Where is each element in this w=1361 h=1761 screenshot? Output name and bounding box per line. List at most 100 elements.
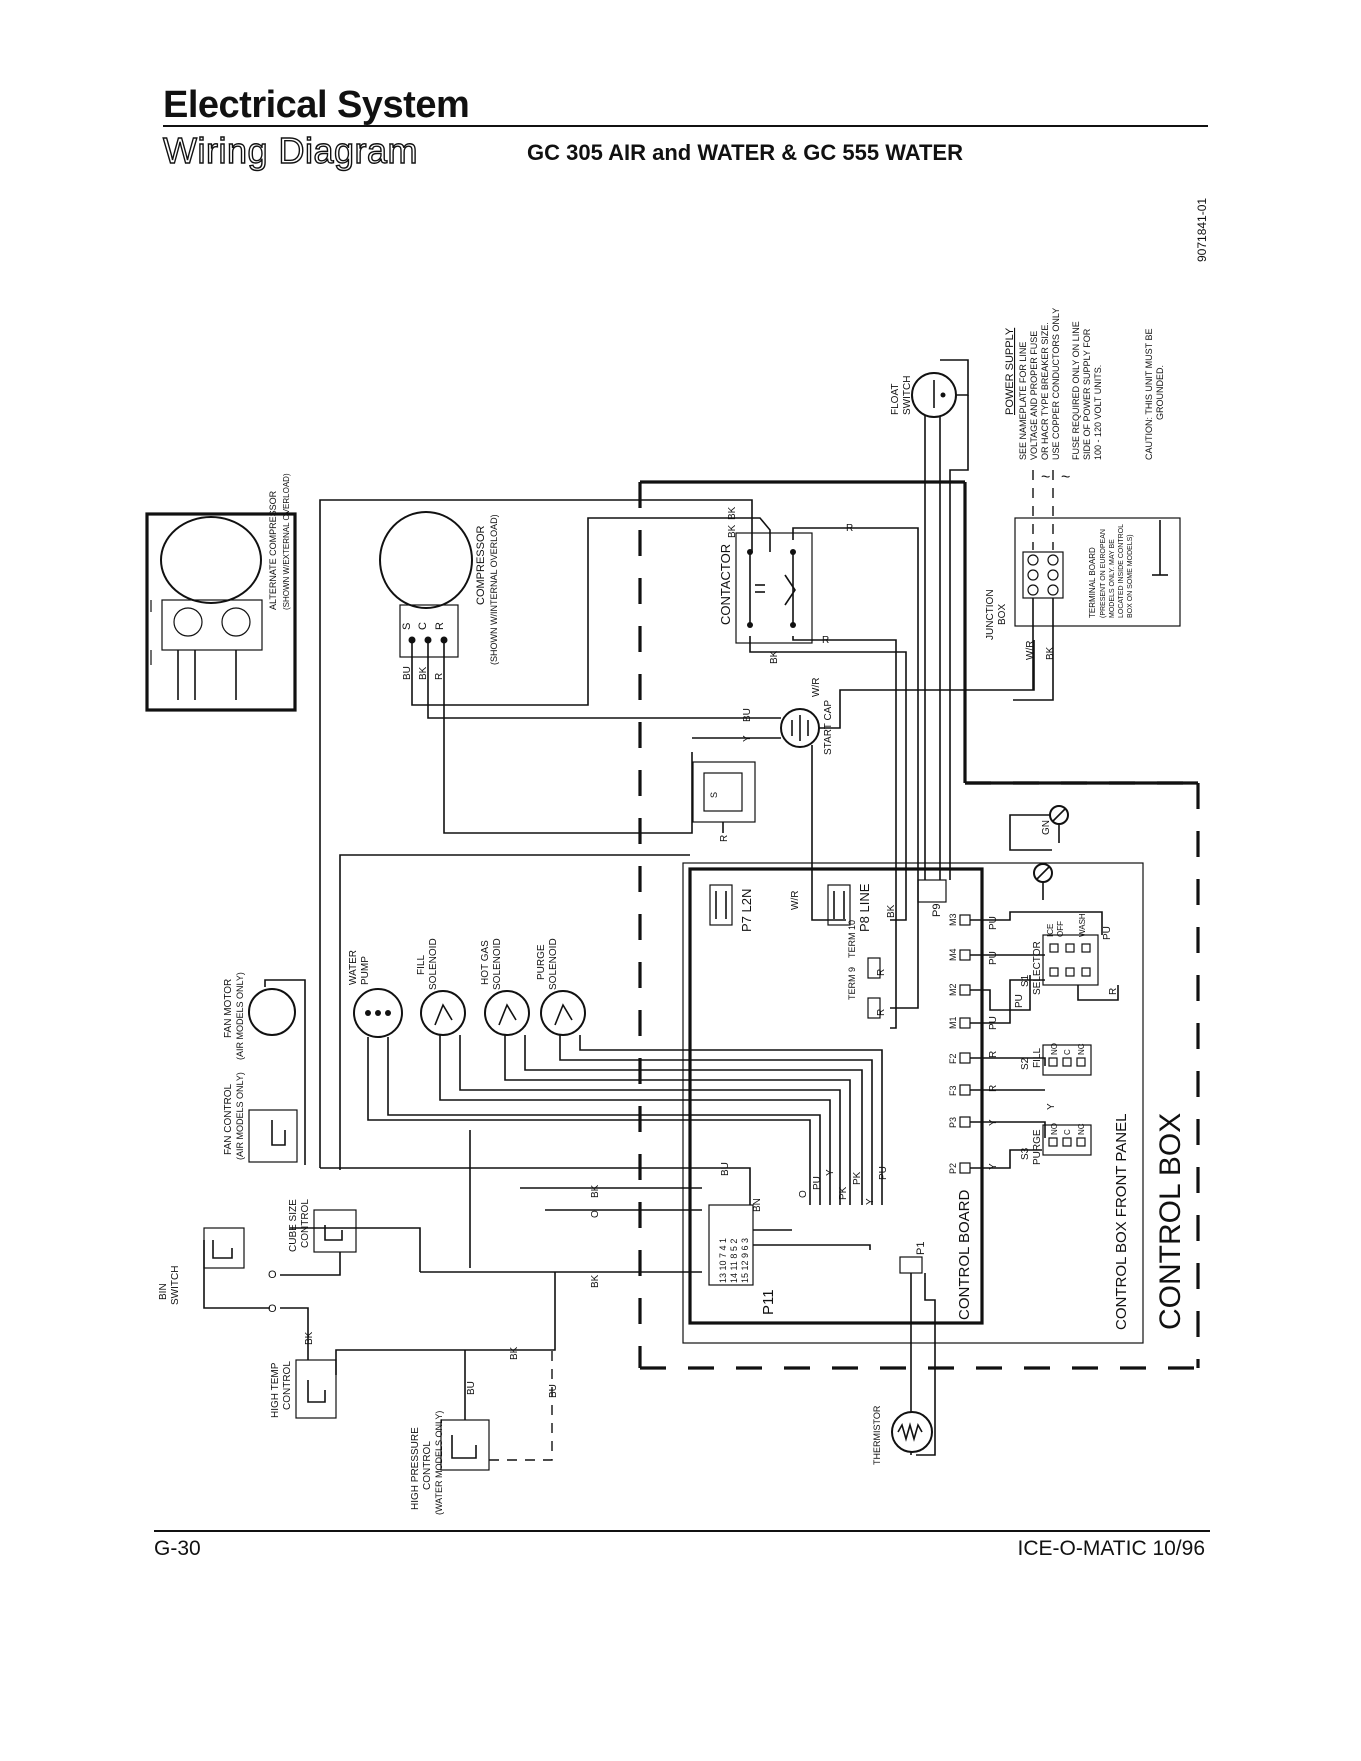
svg-text:PU: PU (812, 1176, 823, 1190)
svg-text:NO: NO (1050, 1123, 1059, 1135)
svg-text:S1: S1 (1020, 974, 1031, 987)
wire-contactor-bk2 (740, 517, 771, 552)
wire-compressor-r (443, 640, 693, 834)
svg-text:BU: BU (402, 666, 413, 680)
compressor: S C R COMPRESSOR (SHOWN W/INTERNAL OVERL… (379, 511, 499, 665)
fan-motor: FAN MOTOR (AIR MODELS ONLY) (223, 972, 296, 1060)
svg-text:SIDE OF POWER SUPPLY FOR: SIDE OF POWER SUPPLY FOR (1082, 328, 1092, 460)
svg-text:BU: BU (466, 1381, 477, 1395)
contactor: CONTACTOR (718, 532, 813, 644)
svg-text:14 11 8 5 2: 14 11 8 5 2 (729, 1239, 739, 1283)
svg-text:PUMP: PUMP (360, 956, 371, 985)
alternate-compressor: ALTERNATE COMPRESSOR (SHOWN W/EXTERNAL O… (145, 473, 297, 712)
svg-text:BIN: BIN (158, 1283, 169, 1300)
svg-text:BK: BK (886, 904, 897, 918)
svg-text:P11: P11 (760, 1289, 777, 1315)
svg-text:Y: Y (742, 735, 753, 742)
board-pin-column: M3 M4 M2 M1 F2 F3 P3 P2 (948, 913, 971, 1174)
svg-text:BK: BK (769, 650, 780, 664)
junction-box: JUNCTION BOX TERMINAL BOARD (PRESENT ON … (985, 517, 1181, 640)
svg-text:OR HACR TYPE BREAKER SIZE.: OR HACR TYPE BREAKER SIZE. (1040, 322, 1050, 460)
svg-text:~: ~ (1041, 469, 1050, 486)
connector-p11: 13 10 7 4 1 14 11 8 5 2 15 12 9 6 3 P11 (708, 1204, 777, 1315)
svg-text:O: O (590, 1210, 601, 1218)
svg-text:BU: BU (548, 1384, 559, 1398)
svg-text:SELECTOR: SELECTOR (1032, 941, 1043, 995)
diagram-subtitle: Wiring Diagram (162, 129, 419, 171)
svg-text:F2: F2 (948, 1053, 958, 1064)
wire-return (339, 854, 690, 1170)
svg-text:HOT GAS: HOT GAS (480, 940, 491, 985)
page-number: G-30 (154, 1537, 201, 1560)
svg-text:FLOAT: FLOAT (890, 384, 901, 415)
svg-text:BOX: BOX (997, 604, 1008, 625)
model-title: GC 305 AIR and WATER & GC 555 WATER (527, 140, 963, 165)
svg-text:P8 LINE: P8 LINE (857, 883, 872, 932)
svg-text:SWITCH: SWITCH (902, 376, 913, 415)
svg-text:HIGH TEMP: HIGH TEMP (270, 1362, 281, 1418)
svg-text:PU: PU (988, 1016, 999, 1030)
control-box-outline (638, 480, 1200, 1370)
svg-text:F3: F3 (948, 1085, 958, 1096)
power-supply-notes: POWER SUPPLY SEE NAMEPLATE FOR LINE VOLT… (1004, 308, 1165, 460)
terminal-9-10: TERM 9 TERM 10 (847, 920, 881, 1019)
control-board-label: CONTROL BOARD (956, 1190, 973, 1320)
svg-text:(SHOWN W/EXTERNAL OVERLOAD): (SHOWN W/EXTERNAL OVERLOAD) (282, 473, 291, 610)
svg-text:BU: BU (720, 1162, 731, 1176)
svg-text:100 - 120 VOLT UNITS.: 100 - 120 VOLT UNITS. (1093, 365, 1103, 460)
connector-p9: P9 (917, 879, 947, 917)
svg-text:BK: BK (727, 524, 738, 538)
wire-compressor-s (411, 517, 740, 706)
svg-text:BK: BK (590, 1274, 601, 1288)
svg-text:ALTERNATE COMPRESSOR: ALTERNATE COMPRESSOR (268, 490, 278, 610)
switch-s2-fill: S2 FILL NO C NC (1020, 1043, 1092, 1076)
svg-text:BN: BN (752, 1198, 763, 1212)
svg-text:FAN MOTOR: FAN MOTOR (223, 979, 234, 1038)
svg-text:SOLENOID: SOLENOID (428, 938, 439, 990)
svg-text:M1: M1 (948, 1016, 958, 1029)
svg-text:C: C (417, 622, 429, 630)
connector-p1: P1 (899, 1242, 927, 1274)
purge-solenoid: PURGE SOLENOID (536, 938, 586, 1036)
control-box-front-panel-label: CONTROL BOX FRONT PANEL (1113, 1114, 1130, 1330)
svg-text:W/R: W/R (790, 891, 801, 910)
connector-p7: P7 L2N (709, 884, 754, 932)
control-box-label: CONTROL BOX (1154, 1113, 1187, 1330)
svg-text:CONTROL: CONTROL (300, 1199, 311, 1248)
wire-bk-line (749, 636, 907, 921)
wire-bk-main (319, 499, 740, 1168)
svg-text:R: R (988, 1051, 999, 1058)
svg-text:CONTROL: CONTROL (282, 1361, 293, 1410)
svg-text:PK: PK (838, 1186, 849, 1200)
svg-text:Y: Y (988, 1119, 999, 1126)
cube-size-control: CUBE SIZE CONTROL (288, 1199, 357, 1253)
svg-text:PU: PU (878, 1166, 889, 1180)
svg-text:R: R (434, 673, 445, 680)
svg-text:SWITCH: SWITCH (170, 1266, 181, 1305)
svg-text:O: O (798, 1190, 809, 1198)
svg-text:BOX ON SOME MODELS): BOX ON SOME MODELS) (1127, 534, 1134, 618)
svg-text:R: R (846, 523, 853, 534)
svg-text:C: C (1063, 1049, 1072, 1055)
svg-text:PU: PU (1102, 926, 1113, 940)
svg-text:FAN CONTROL: FAN CONTROL (223, 1083, 234, 1155)
header-rule (163, 125, 1208, 127)
svg-text:O: O (268, 1269, 277, 1281)
svg-text:FUSE REQUIRED ONLY ON LINE: FUSE REQUIRED ONLY ON LINE (1071, 321, 1081, 460)
svg-text:CAUTION: THIS UNIT MUST BE: CAUTION: THIS UNIT MUST BE (1144, 328, 1154, 460)
svg-text:FILL: FILL (416, 955, 427, 975)
svg-text:S2: S2 (1020, 1057, 1031, 1070)
svg-text:BK: BK (418, 666, 429, 680)
svg-text:W/R: W/R (1025, 641, 1036, 660)
svg-text:S: S (401, 623, 413, 630)
wire-r-line (792, 527, 919, 1009)
svg-text:15 12 9 6 3: 15 12 9 6 3 (740, 1238, 750, 1283)
svg-text:P1: P1 (915, 1242, 927, 1255)
svg-text:R: R (988, 1085, 999, 1092)
svg-text:PURGE: PURGE (1032, 1129, 1043, 1165)
svg-text:(PRESENT ON EUROPEAN: (PRESENT ON EUROPEAN (1100, 529, 1107, 618)
svg-text:Y: Y (865, 1198, 876, 1205)
svg-text:THERMISTOR: THERMISTOR (872, 1405, 882, 1465)
switch-s3-purge: S3 PURGE NO C NC (1020, 1123, 1092, 1165)
svg-text:S: S (709, 792, 719, 798)
